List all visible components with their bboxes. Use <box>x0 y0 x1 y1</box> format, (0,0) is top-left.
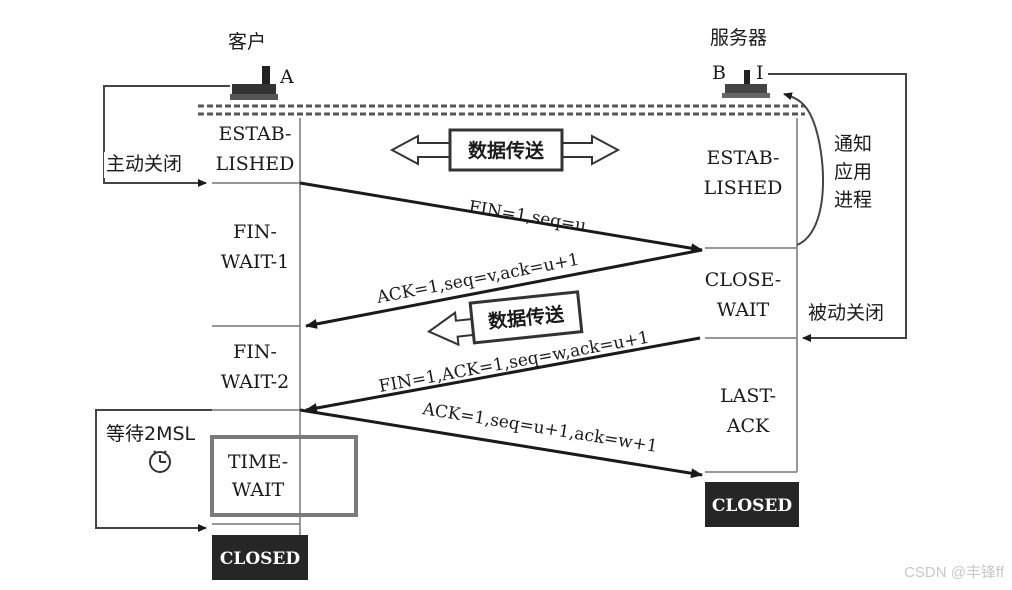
server-state-closed: CLOSED <box>712 496 793 516</box>
ack-client-arrow <box>299 408 703 479</box>
server-letter-b: B <box>712 62 726 84</box>
passive-close-loop <box>768 73 907 342</box>
data-transfer-1-label: 数据传送 <box>468 139 545 162</box>
wait-2msl-loop <box>95 409 212 532</box>
fin-client-message: FIN=1,seq=u <box>467 197 587 236</box>
client-state-finwait1-2: WAIT-1 <box>221 251 290 273</box>
server-letter-i: I <box>756 62 764 84</box>
passive-close-label: 被动关闭 <box>808 302 884 324</box>
client-computer-icon <box>230 66 278 100</box>
client-state-closed: CLOSED <box>220 549 301 569</box>
server-state-closewait-1: CLOSE- <box>705 269 781 291</box>
server-state-separators <box>705 247 797 473</box>
server-state-lastack-2: ACK <box>726 415 770 437</box>
fin-server-arrow <box>305 336 701 413</box>
server-state-lastack-1: LAST- <box>720 385 776 407</box>
server-state-estab-2: LISHED <box>704 177 783 199</box>
data-transfer-1: 数据传送 <box>389 128 621 172</box>
client-state-finwait1-1: FIN- <box>233 221 277 243</box>
active-close-label-bg <box>104 152 200 178</box>
client-state-finwait2-2: WAIT-2 <box>221 371 290 393</box>
client-title: 客户 <box>228 31 266 53</box>
client-state-estab-1: ESTAB- <box>219 123 292 145</box>
client-state-timewait-1: TIME- <box>228 451 288 473</box>
active-close-loop <box>103 85 230 187</box>
client-closed-box <box>212 535 308 580</box>
active-close-label: 主动关闭 <box>106 153 182 175</box>
client-state-separators <box>212 182 300 525</box>
notify-label-1: 通知 <box>834 133 872 155</box>
client-state-finwait2-1: FIN- <box>233 341 277 363</box>
data-transfer-2: 数据传送 <box>426 290 584 347</box>
server-title: 服务器 <box>710 27 767 49</box>
server-state-estab-1: ESTAB- <box>707 147 780 169</box>
clock-icon <box>149 450 171 473</box>
server-state-closewait-2: WAIT <box>717 299 770 321</box>
server-closed-box <box>705 482 799 527</box>
client-state-estab-2: LISHED <box>216 153 295 175</box>
fin-client-arrow <box>299 181 703 254</box>
passive-close-label-bg <box>806 298 904 328</box>
server-computer-icon <box>722 70 770 98</box>
watermark: CSDN @丰锋ff <box>904 564 1005 581</box>
client-state-timewait-2: WAIT <box>232 479 285 501</box>
notify-label-2: 应用 <box>834 161 872 183</box>
client-letter: A <box>279 66 294 88</box>
notify-app-curve <box>783 92 825 246</box>
network-line <box>198 104 805 116</box>
notify-label-3: 进程 <box>834 189 872 211</box>
wait-2msl-label-bg <box>104 420 206 444</box>
ack-server-arrow <box>305 248 703 329</box>
wait-2msl-label: 等待2MSL <box>106 423 196 445</box>
time-wait-box <box>210 435 358 517</box>
